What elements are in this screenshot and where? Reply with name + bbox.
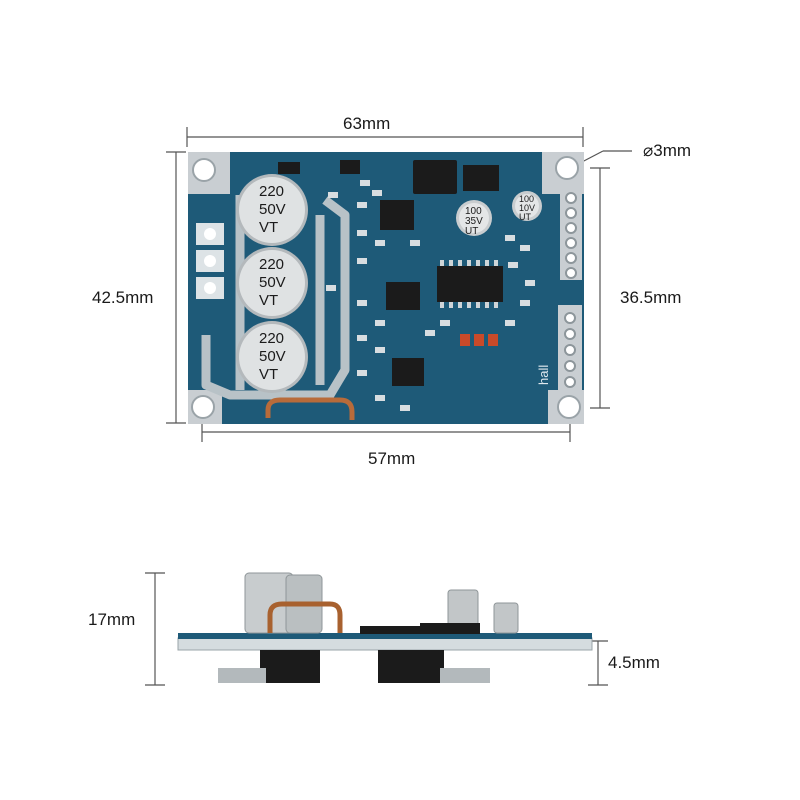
capacitor: 220 50V VT <box>236 321 308 393</box>
dim-left-height: 42.5mm <box>92 288 154 307</box>
dim-side-height: 17mm <box>88 610 136 629</box>
mounting-hole <box>192 158 216 182</box>
svg-text:220: 220 <box>259 330 284 347</box>
copper-jumper <box>265 397 355 420</box>
side-heatsink-tab <box>218 668 266 683</box>
mounting-hole <box>191 395 215 419</box>
side-board <box>177 637 593 651</box>
mounting-hole <box>555 156 579 180</box>
dimension-lines <box>145 127 632 686</box>
dim-board-thickness: 4.5mm <box>608 653 660 672</box>
ic-pins <box>440 260 498 308</box>
svg-text:10V: 10V <box>519 203 535 213</box>
capacitor: 220 50V VT <box>236 174 308 246</box>
svg-text:100: 100 <box>465 206 482 217</box>
small-capacitor: 100 35V UT <box>456 200 492 237</box>
dim-top-width: 63mm <box>343 114 391 133</box>
capacitor: 220 50V VT <box>236 247 308 319</box>
hall-header: hall <box>536 305 582 391</box>
svg-text:220: 220 <box>259 256 284 273</box>
svg-text:220: 220 <box>259 183 284 200</box>
side-small-capacitor <box>493 602 519 634</box>
mounting-hole <box>557 395 581 419</box>
pcb-top-view: 220 50V VT 220 50V VT 220 50V VT 100 35V… <box>188 152 584 424</box>
pcb-side-view <box>177 572 593 683</box>
svg-text:VT: VT <box>259 292 278 309</box>
svg-text:VT: VT <box>259 219 278 236</box>
small-capacitor: 100 10V UT <box>512 191 542 222</box>
ic-chips <box>278 160 503 386</box>
svg-text:50V: 50V <box>259 201 286 218</box>
control-header <box>560 188 582 280</box>
dim-bottom-width: 57mm <box>368 449 416 468</box>
resistors <box>460 334 498 346</box>
dim-hole-diameter: ⌀3mm <box>643 141 692 160</box>
power-terminal <box>196 223 224 299</box>
side-heatsink-tab <box>440 668 490 683</box>
svg-text:UT: UT <box>465 226 478 237</box>
hall-silkscreen: hall <box>536 365 551 385</box>
side-mosfet <box>260 650 320 683</box>
svg-text:50V: 50V <box>259 274 286 291</box>
smd-components <box>326 180 535 411</box>
svg-text:VT: VT <box>259 366 278 383</box>
dim-right-height: 36.5mm <box>620 288 682 307</box>
svg-text:50V: 50V <box>259 348 286 365</box>
side-copper-jumper <box>267 601 343 633</box>
side-mosfet <box>378 650 444 683</box>
svg-text:UT: UT <box>519 212 531 222</box>
svg-text:35V: 35V <box>465 216 483 227</box>
svg-text:100: 100 <box>519 194 534 204</box>
side-board-top <box>178 633 592 639</box>
